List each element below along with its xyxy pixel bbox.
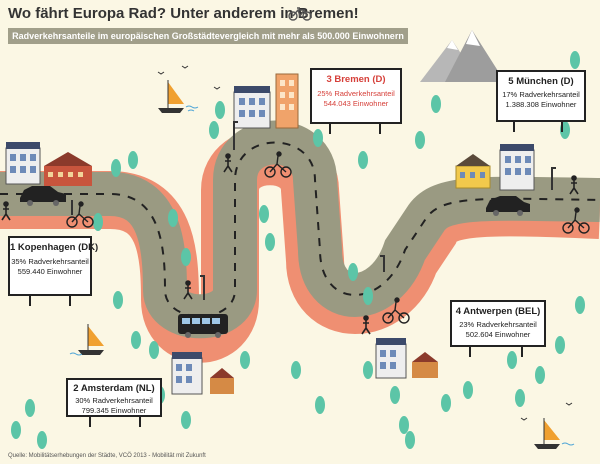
billboard-posts bbox=[29, 122, 563, 427]
billboard-bremen: 3 Bremen (D) 25% Radverkehrsanteil 544.0… bbox=[310, 68, 402, 124]
winding-road bbox=[0, 120, 600, 363]
population: 544.043 Einwohner bbox=[323, 98, 389, 108]
sailboat-icon bbox=[69, 80, 575, 449]
city-name: 4 Antwerpen (BEL) bbox=[455, 306, 541, 317]
street-lamp-icon bbox=[71, 121, 556, 300]
population: 799.345 Einwohner bbox=[81, 405, 147, 415]
billboard-muenchen: 5 München (D) 17% Radverkehrsanteil 1.38… bbox=[496, 70, 586, 122]
population: 559.440 Einwohner bbox=[17, 266, 83, 276]
cycling-share: 17% Radverkehrsanteil bbox=[502, 90, 580, 99]
city-name: 3 Bremen (D) bbox=[326, 74, 386, 85]
population: 502.604 Einwohner bbox=[465, 329, 531, 339]
city-name: 1 Kopenhagen (DK) bbox=[10, 242, 99, 253]
billboard-antwerpen: 4 Antwerpen (BEL) 23% Radverkehrsanteil … bbox=[450, 300, 546, 347]
cycling-share: 30% Radverkehrsanteil bbox=[75, 396, 153, 405]
city-name: 5 München (D) bbox=[508, 76, 574, 87]
house-icon bbox=[5, 73, 535, 395]
page-title: Wo fährt Europa Rad? Unter anderem in Br… bbox=[8, 5, 359, 22]
cycling-share: 23% Radverkehrsanteil bbox=[459, 320, 537, 329]
cycling-share: 25% Radverkehrsanteil bbox=[317, 89, 395, 98]
mountain-icon bbox=[420, 30, 505, 82]
subtitle-bar: Radverkehrsanteile im europäischen Großs… bbox=[8, 28, 408, 44]
cycling-share: 35% Radverkehrsanteil bbox=[11, 257, 89, 266]
billboard-amsterdam: 2 Amsterdam (NL) 30% Radverkehrsanteil 7… bbox=[66, 378, 162, 417]
bicycle-icon bbox=[288, 7, 312, 21]
billboard-kopenhagen: 1 Kopenhagen (DK) 35% Radverkehrsanteil … bbox=[8, 236, 99, 296]
source-note: Quelle: Mobilitätserhebungen der Städte,… bbox=[8, 453, 206, 459]
city-name: 2 Amsterdam (NL) bbox=[73, 383, 155, 394]
bird-icon bbox=[157, 65, 573, 421]
cyclist-icon bbox=[66, 151, 590, 324]
bus-icon bbox=[178, 314, 228, 338]
pedestrian-icon bbox=[1, 153, 579, 335]
population: 1.388.308 Einwohner bbox=[505, 99, 577, 109]
car-icon bbox=[20, 186, 530, 216]
